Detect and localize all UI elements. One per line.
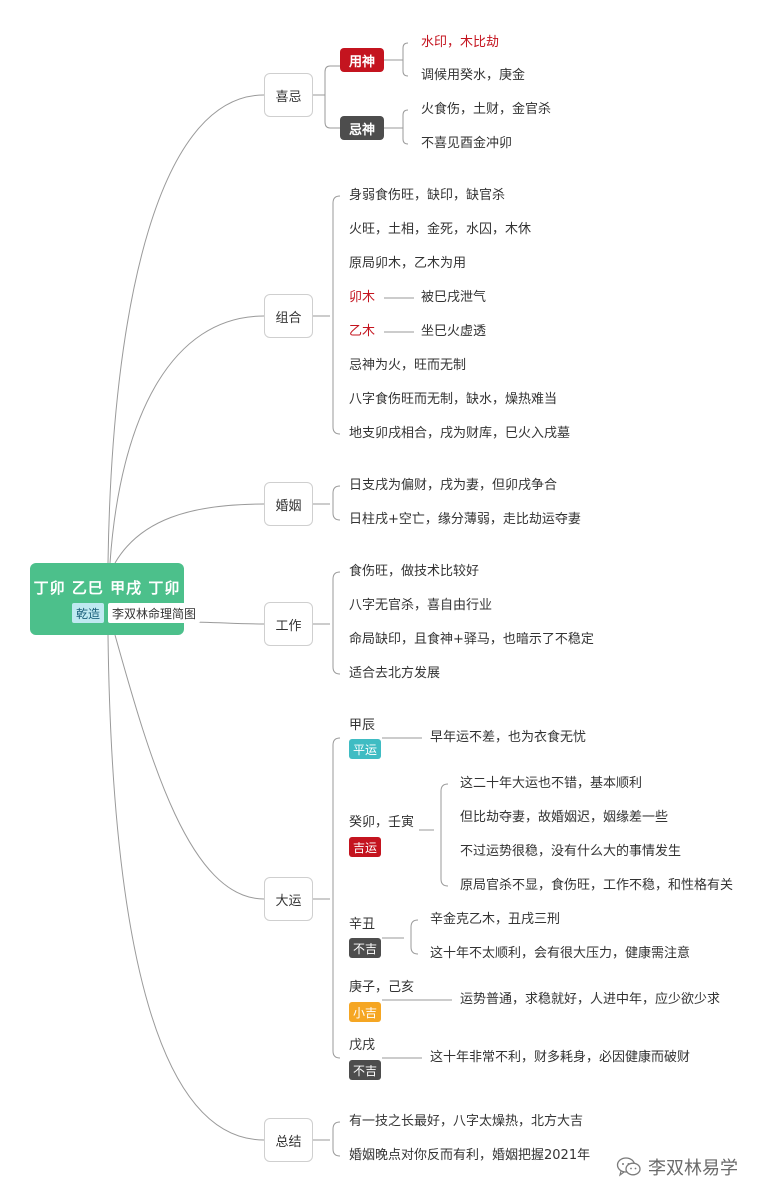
gongzuo-item: 命局缺印，且食神+驿马，也暗示了不稳定 bbox=[349, 632, 594, 647]
yongshen-item: 水印，木比劫 bbox=[421, 35, 500, 50]
branch-zongjie[interactable]: 总结 bbox=[264, 1118, 313, 1162]
zuhe-item: 身弱食伤旺，缺印，缺官杀 bbox=[349, 188, 506, 203]
dayun-item: 这二十年大运也不错，基本顺利 bbox=[460, 776, 643, 791]
gongzuo-item: 八字无官杀，喜自由行业 bbox=[349, 598, 493, 613]
root-node[interactable]: 丁卯 乙巳 甲戌 丁卯 乾造 李双林命理简图 bbox=[30, 563, 200, 635]
dayun-period-tag[interactable]: 小吉 bbox=[349, 1002, 381, 1022]
watermark-text: 李双林易学 bbox=[648, 1158, 738, 1179]
gongzuo-item: 食伤旺，做技术比较好 bbox=[349, 564, 480, 579]
branch-gongzuo[interactable]: 工作 bbox=[264, 602, 313, 646]
zuhe-sub-item: 坐巳火虚透 bbox=[421, 324, 487, 339]
zuhe-item-yimu: 乙木 bbox=[349, 324, 376, 339]
zuhe-item: 八字食伤旺而无制，缺水，燥热难当 bbox=[349, 392, 558, 407]
dayun-period-tag[interactable]: 平运 bbox=[349, 739, 381, 759]
gongzuo-item: 适合去北方发展 bbox=[349, 666, 441, 681]
dayun-item: 运势普通，求稳就好，人进中年，应少欲少求 bbox=[460, 992, 721, 1007]
dayun-item: 但比劫夺妻，故婚姻迟，姻缘差一些 bbox=[460, 810, 669, 825]
watermark: 李双林易学 bbox=[616, 1152, 738, 1182]
author-tag: 李双林命理简图 bbox=[108, 603, 200, 623]
zuhe-item: 忌神为火，旺而无制 bbox=[349, 358, 467, 373]
branch-hunyin[interactable]: 婚姻 bbox=[264, 482, 313, 526]
yongshen-tag[interactable]: 用神 bbox=[340, 48, 384, 72]
branch-xiji[interactable]: 喜忌 bbox=[264, 73, 313, 117]
dayun-item: 不过运势很稳，没有什么大的事情发生 bbox=[460, 844, 682, 859]
hunyin-item: 日柱戌+空亡，缘分薄弱，走比劫运夺妻 bbox=[349, 512, 581, 527]
dayun-item: 这十年不太顺利，会有很大压力，健康需注意 bbox=[430, 946, 691, 961]
zuhe-item-maomu: 卯木 bbox=[349, 290, 376, 305]
gender-tag: 乾造 bbox=[72, 603, 104, 623]
dayun-period-name: 庚子，己亥 bbox=[349, 980, 415, 995]
dayun-period-name: 戊戌 bbox=[349, 1038, 376, 1053]
dayun-item: 辛金克乙木，丑戌三刑 bbox=[430, 912, 561, 927]
zuhe-item: 火旺，土相，金死，水囚，木休 bbox=[349, 222, 532, 237]
hunyin-item: 日支戌为偏财，戌为妻，但卯戌争合 bbox=[349, 478, 558, 493]
zuhe-item: 地支卯戌相合，戌为财库，巳火入戌墓 bbox=[349, 426, 571, 441]
dayun-period-tag[interactable]: 吉运 bbox=[349, 837, 381, 857]
dayun-period-name: 甲辰 bbox=[349, 718, 376, 733]
dayun-item: 这十年非常不利，财多耗身，必因健康而破财 bbox=[430, 1050, 691, 1065]
zuhe-item: 原局卯木，乙木为用 bbox=[349, 256, 467, 271]
jishen-item: 不喜见酉金冲卯 bbox=[421, 136, 513, 151]
zuhe-sub-item: 被巳戌泄气 bbox=[421, 290, 487, 305]
wechat-icon bbox=[616, 1157, 641, 1177]
dayun-period-tag[interactable]: 不吉 bbox=[349, 938, 381, 958]
dayun-item: 原局官杀不显，食伤旺，工作不稳，和性格有关 bbox=[460, 878, 734, 893]
dayun-period-name: 癸卯，壬寅 bbox=[349, 815, 415, 830]
branch-zuhe[interactable]: 组合 bbox=[264, 294, 313, 338]
dayun-period-tag[interactable]: 不吉 bbox=[349, 1060, 381, 1080]
dayun-item: 早年运不差，也为衣食无忧 bbox=[430, 730, 587, 745]
branch-dayun[interactable]: 大运 bbox=[264, 877, 313, 921]
dayun-period-name: 辛丑 bbox=[349, 917, 376, 932]
root-title: 丁卯 乙巳 甲戌 丁卯 bbox=[33, 579, 181, 597]
yongshen-item: 调候用癸水，庚金 bbox=[421, 68, 526, 83]
zongjie-item: 有一技之长最好，八字太燥热，北方大吉 bbox=[349, 1114, 584, 1129]
jishen-item: 火食伤，土财，金官杀 bbox=[421, 102, 552, 117]
jishen-tag[interactable]: 忌神 bbox=[340, 116, 384, 140]
zongjie-item: 婚姻晚点对你反而有利，婚姻把握2021年 bbox=[349, 1148, 591, 1163]
